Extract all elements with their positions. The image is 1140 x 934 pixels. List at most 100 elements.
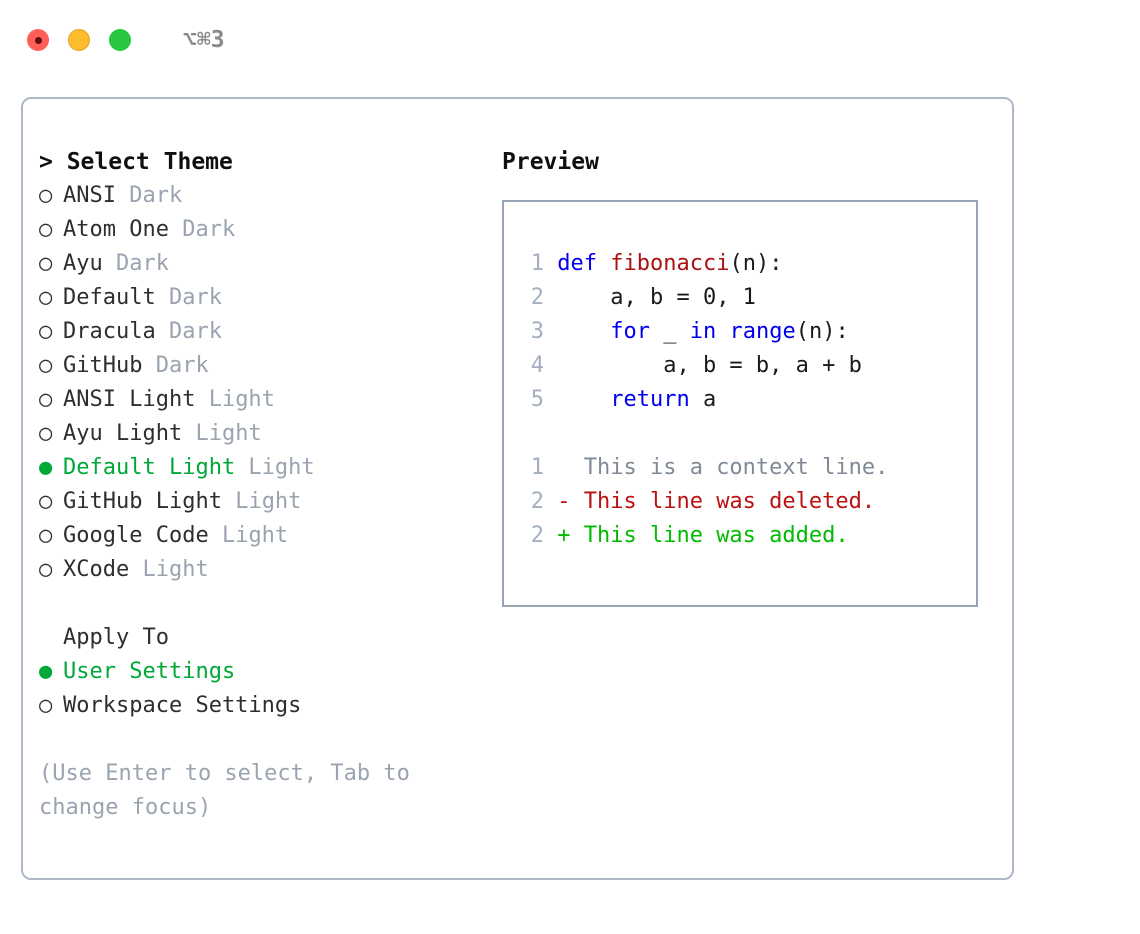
keyboard-hint-text: (Use Enter to select, Tab to change focu… (39, 761, 424, 820)
diff-line-del: 2 - This line was deleted. (518, 485, 888, 519)
theme-selection-column: > Select Theme ○ANSI Dark○Atom One Dark○… (39, 145, 491, 825)
theme-option-tag: Dark (155, 285, 222, 310)
theme-option-label: Dracula (63, 319, 156, 344)
theme-option-tag: Dark (142, 353, 209, 378)
theme-option-ayu-light[interactable]: ○ Ayu Light Light (39, 417, 491, 451)
code-line-number: 4 (530, 353, 544, 378)
theme-option-label: ANSI Light (63, 387, 196, 412)
diff-line-number: 2 (530, 489, 544, 514)
keyboard-shortcut-label: ⌥⌘3 (183, 27, 225, 53)
radio-unselected-icon: ○ (39, 489, 53, 514)
code-token: for (610, 319, 650, 344)
theme-option-ansi[interactable]: ○ANSI Dark (39, 179, 491, 213)
code-token: range (729, 319, 796, 344)
theme-option-xcode[interactable]: ○XCode Light (39, 553, 491, 587)
theme-option-atom-one[interactable]: ○ Atom One Dark (39, 213, 491, 247)
theme-option-label: XCode (63, 557, 130, 582)
theme-option-dracula[interactable]: ○ Dracula Dark (39, 315, 491, 349)
radio-unselected-icon: ○ (39, 523, 53, 548)
code-line: 4 a, b = b, a + b (518, 349, 888, 383)
apply-to-option-user-settings[interactable]: ● User Settings (39, 655, 491, 689)
diff-line-ctx: 1 This is a context line. (518, 451, 889, 485)
radio-unselected-icon: ○ (39, 421, 53, 446)
theme-option-tag: Dark (155, 319, 222, 344)
theme-option-github-light[interactable]: ○ GitHub Light Light (39, 485, 491, 519)
theme-option-label: GitHub (63, 353, 143, 378)
code-line-number: 5 (530, 387, 544, 412)
theme-option-tag: Light (182, 421, 262, 446)
theme-option-tag: Light (195, 387, 275, 412)
theme-option-default[interactable]: ○ Default Dark (39, 281, 491, 315)
code-token (557, 387, 610, 412)
theme-option-tag: Light (221, 489, 302, 514)
preview-header: Preview (502, 149, 599, 175)
code-line-number: 3 (530, 319, 544, 344)
code-line-number: 1 (530, 251, 544, 276)
radio-unselected-icon: ○ (39, 387, 53, 412)
code-line: 5 return a (518, 383, 888, 417)
code-token: def (557, 251, 611, 276)
code-token: a, b = 0, 1 (557, 285, 756, 310)
theme-option-tag: Light (208, 523, 289, 548)
theme-option-label: Ayu Light (63, 421, 183, 446)
code-token: a, b = b, a + b (557, 353, 862, 378)
radio-selected-icon: ● (39, 455, 53, 480)
theme-option-label: Ayu (63, 251, 103, 276)
code-token: fibonacci (610, 251, 730, 276)
code-line: 1 def fibonacci(n): (518, 247, 888, 281)
close-button[interactable] (27, 29, 49, 51)
theme-option-tag: Dark (115, 183, 183, 208)
list-spacer (39, 587, 491, 621)
theme-option-ayu[interactable]: ○ Ayu Dark (39, 247, 491, 281)
select-theme-header: > Select Theme (39, 149, 233, 175)
code-line: 3 for _ in range(n): (518, 315, 888, 349)
diff-line-text: This is a context line. (557, 455, 889, 480)
code-token: (n): (795, 319, 849, 344)
theme-option-default-light[interactable]: ● Default Light Light (39, 451, 491, 485)
diff-line-number: 1 (530, 455, 544, 480)
radio-unselected-icon: ○ (39, 217, 53, 242)
diff-line-number: 2 (530, 523, 544, 548)
code-line-number: 2 (530, 285, 544, 310)
code-token (557, 319, 610, 344)
theme-option-github[interactable]: ○ GitHub Dark (39, 349, 491, 383)
theme-option-label: ANSI (63, 183, 116, 208)
diff-line-text: + This line was added. (557, 523, 849, 548)
theme-option-label: Atom One (63, 217, 169, 242)
apply-to-option-label: User Settings (63, 659, 236, 684)
theme-option-label: Default (63, 285, 156, 310)
theme-option-tag: Light (235, 455, 315, 480)
code-token: in (689, 319, 717, 344)
apply-to-option-workspace-settings[interactable]: ○ Workspace Settings (39, 689, 491, 723)
apply-to-option-label: Workspace Settings (63, 693, 302, 718)
theme-picker-panel: > Select Theme ○ANSI Dark○Atom One Dark○… (21, 97, 1014, 880)
radio-unselected-icon: ○ (39, 285, 53, 310)
zoom-button[interactable] (109, 29, 131, 51)
radio-unselected-icon: ○ (39, 353, 53, 378)
theme-option-label: Google Code (63, 523, 209, 548)
code-token: a (689, 387, 717, 412)
theme-option-label: GitHub Light (63, 489, 222, 514)
apply-to-list: ● User Settings ○ Workspace Settings (39, 655, 491, 723)
radio-unselected-icon: ○ (39, 319, 53, 344)
code-token: _ (649, 319, 690, 344)
code-token (716, 319, 729, 344)
radio-unselected-icon: ○ (39, 693, 53, 718)
theme-option-tag: Dark (168, 217, 236, 242)
theme-option-tag: Dark (102, 251, 169, 276)
title-bar: ⌥⌘3 (0, 0, 1140, 80)
radio-selected-icon: ● (39, 659, 53, 684)
code-token: (n): (729, 251, 783, 276)
theme-option-tag: Light (129, 557, 209, 582)
diff-line-add: 2 + This line was added. (518, 519, 888, 553)
preview-column: Preview 1 def fibonacci(n):2 a, b = 0, 1… (502, 145, 992, 607)
theme-option-ansi-light[interactable]: ○ ANSI Light Light (39, 383, 491, 417)
theme-option-label: Default Light (63, 455, 236, 480)
apply-to-header: Apply To (63, 625, 169, 650)
diff-line-text: - This line was deleted. (557, 489, 876, 514)
theme-option-google-code[interactable]: ○ Google Code Light (39, 519, 491, 553)
radio-unselected-icon: ○ (39, 251, 53, 276)
minimize-button[interactable] (68, 29, 90, 51)
